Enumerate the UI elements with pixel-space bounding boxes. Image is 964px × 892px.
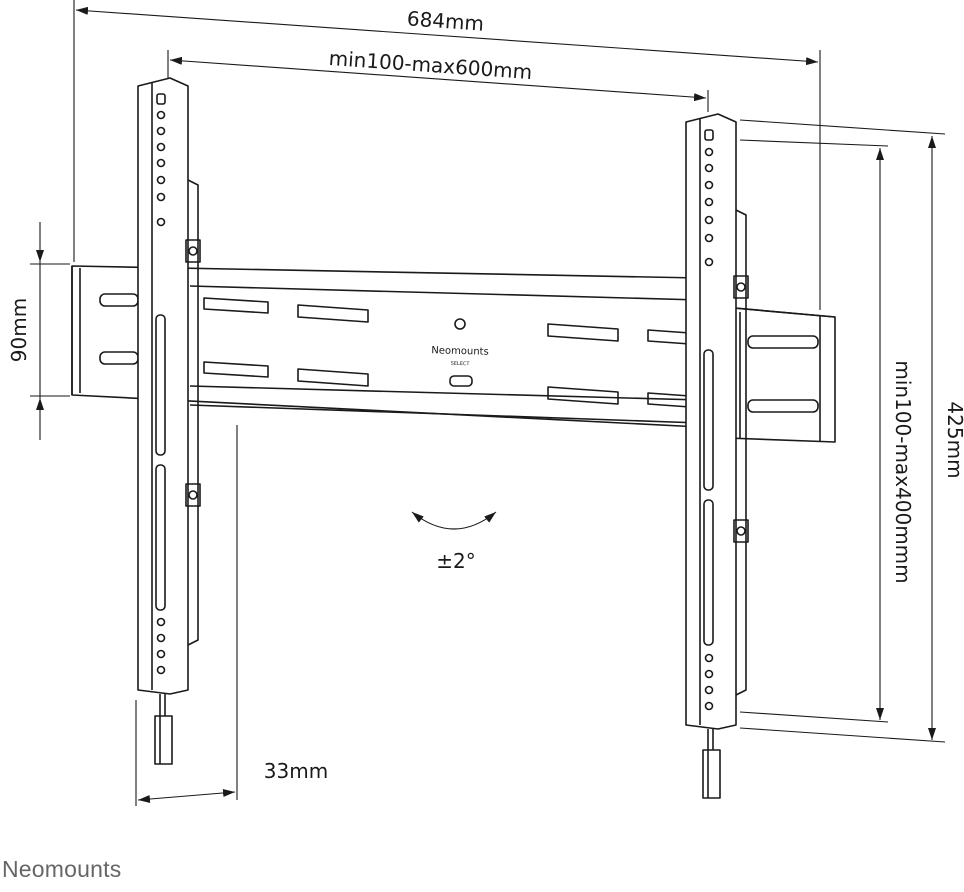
vesa-height-label: min100-max400mmm	[891, 360, 915, 583]
overall-height-label: 425mm	[943, 401, 964, 478]
dimension-lines	[30, 0, 946, 806]
depth-label: 33mm	[264, 759, 328, 783]
tilt-label: ±2°	[436, 549, 475, 573]
left-vertical-bracket	[137, 77, 201, 765]
overall-width-label: 684mm	[406, 6, 485, 35]
rail-logo-brand: Neomounts	[431, 345, 489, 357]
rail-height-label: 90mm	[7, 298, 31, 362]
right-vertical-bracket	[685, 113, 749, 799]
rail-logo-line: SELECT	[451, 361, 471, 368]
footer-brand: Neomounts	[2, 856, 122, 882]
